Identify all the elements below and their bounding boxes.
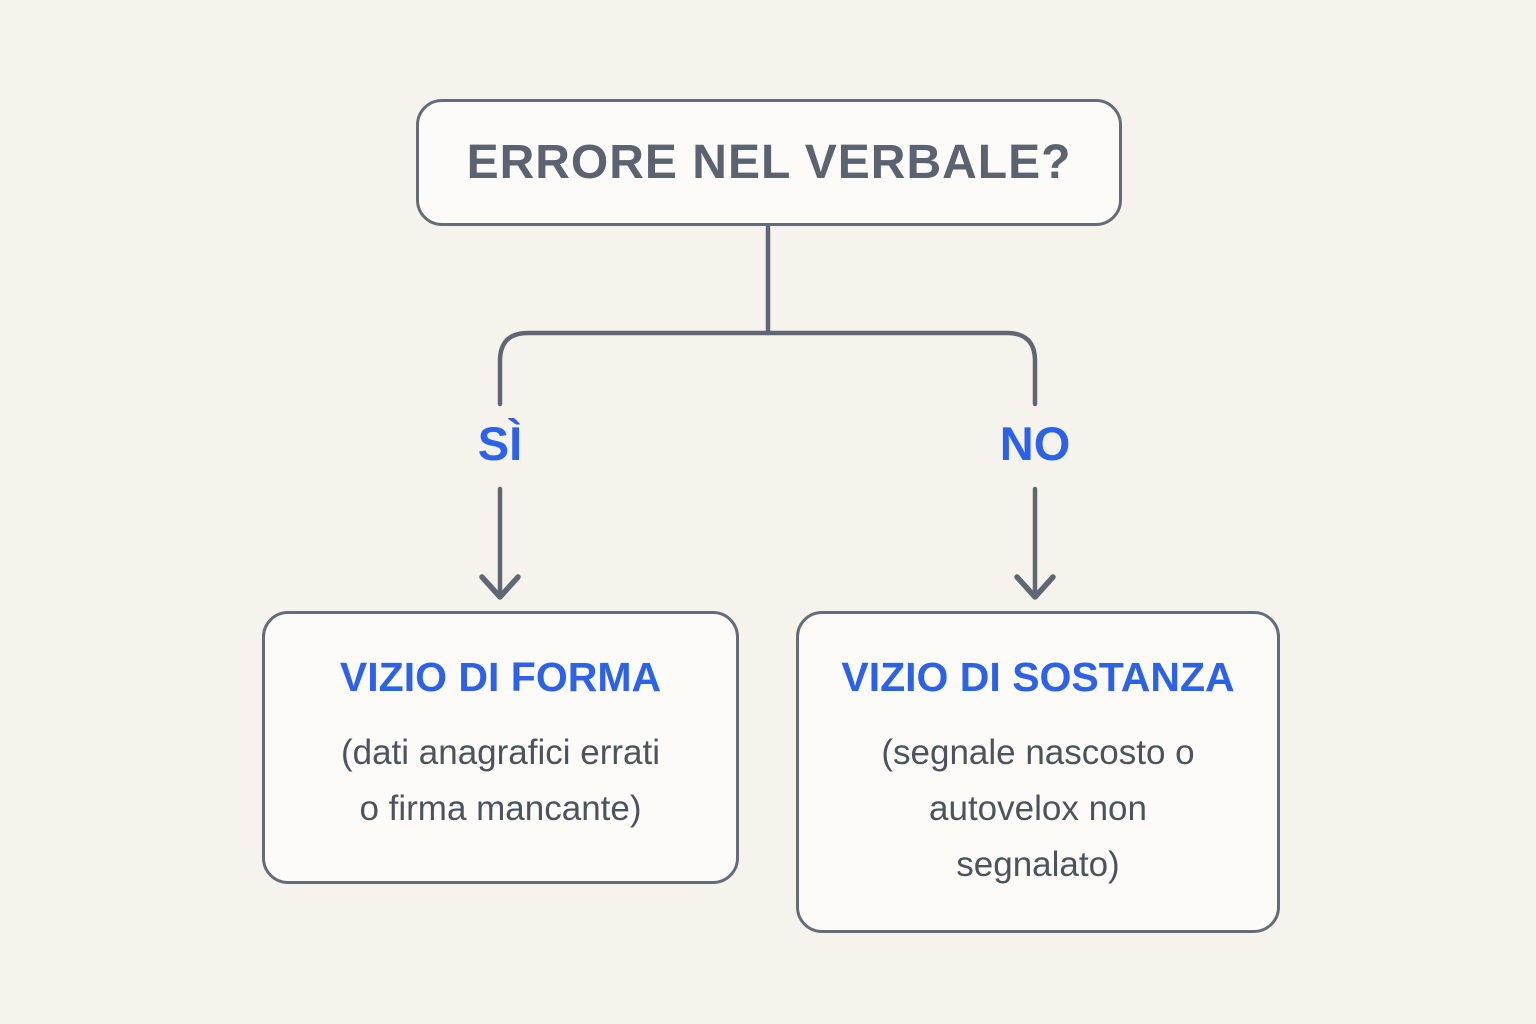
question-title: ERRORE NEL VERBALE? bbox=[466, 136, 1072, 189]
subtitle-line: autovelox non bbox=[929, 789, 1147, 829]
subtitle-line: (segnale nascosto o bbox=[881, 733, 1195, 773]
no-down-arrow-icon bbox=[1014, 574, 1056, 600]
outcome-subtitle-vizio-di-sostanza: (segnale nascosto o autovelox non segnal… bbox=[881, 725, 1194, 893]
outcome-box-vizio-di-forma: VIZIO DI FORMA (dati anagrafici errati o… bbox=[262, 611, 739, 884]
outcome-subtitle-vizio-di-forma: (dati anagrafici errati o firma mancante… bbox=[341, 725, 660, 837]
branch-label-no: NO bbox=[999, 417, 1071, 470]
outcome-title-vizio-di-forma: VIZIO DI FORMA bbox=[339, 654, 662, 700]
subtitle-line: o firma mancante) bbox=[359, 789, 642, 829]
decision-box-errore-nel-verbale: ERRORE NEL VERBALE? bbox=[416, 99, 1122, 226]
subtitle-line: (dati anagrafici errati bbox=[340, 733, 661, 773]
branch-label-si: SÌ bbox=[477, 417, 523, 470]
branch-bar-line bbox=[497, 330, 1038, 407]
outcome-title-vizio-di-sostanza: VIZIO DI SOSTANZA bbox=[841, 654, 1235, 700]
outcome-box-vizio-di-sostanza: VIZIO DI SOSTANZA (segnale nascosto o au… bbox=[796, 611, 1280, 933]
subtitle-line: segnalato) bbox=[956, 845, 1120, 885]
yes-down-arrow-icon bbox=[479, 574, 521, 600]
